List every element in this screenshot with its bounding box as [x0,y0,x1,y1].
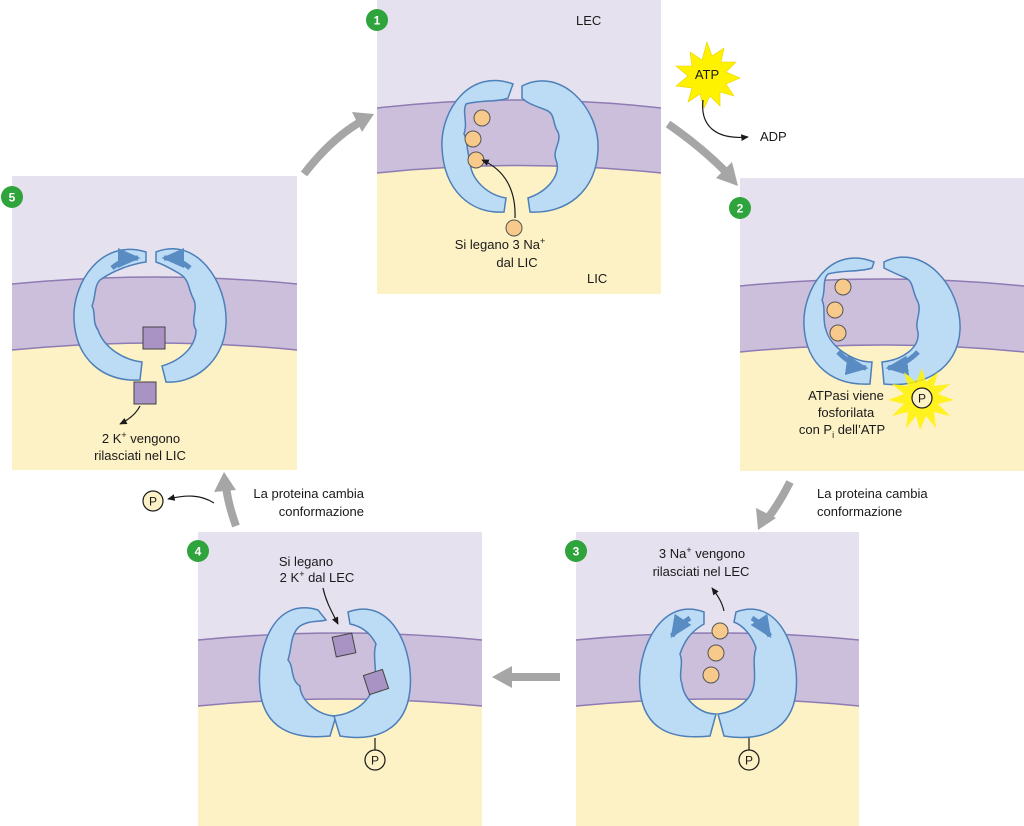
panel2-caption-line2: fosforilata [818,405,875,420]
binding-arrow [481,159,516,219]
step-badge-1: 1 [366,9,388,31]
ecf-label: LEC [576,13,601,28]
svg-text:1: 1 [374,14,381,28]
phosphate-starburst: P [888,368,954,430]
released-phosphate: P [142,490,164,512]
svg-text:4: 4 [195,545,202,559]
svg-text:2: 2 [737,202,744,216]
sodium-ion [467,151,485,169]
phosphate: P [364,738,386,771]
atpase-left-subunit [638,608,717,738]
atpase-right-subunit [881,256,961,386]
potassium-ion [133,381,157,405]
cycle-arrow-2-to-3 [756,480,794,530]
phosphate: P [738,738,760,771]
sodium-ion [711,622,729,640]
panel5-caption-line1: 2 K+ vengono [102,430,180,446]
conformation-change-label-left-line1: La proteina cambia [253,486,364,501]
panel-1: 1 LEC LIC Si legano 3 Na+ dal LIC [366,0,661,294]
panel-3: P 3 3 Na+ vengono rilasciati nel LEC [565,532,859,826]
atpase-left-subunit [441,79,514,213]
atpase-left-subunit [803,257,875,385]
binding-arrow [322,587,339,625]
phosphate-label: P [371,754,379,768]
cycle-arrow-4-to-5 [214,472,240,528]
phosphate-label: P [918,392,926,406]
panel1-caption-line1: Si legano 3 Na+ [455,236,546,252]
atpase-left-subunit [258,607,338,738]
atp-hydrolysis-arrow [702,99,749,141]
phosphate-label: P [745,754,753,768]
atp-label: ATP [695,67,719,82]
panel4-caption-line1: Si legano [279,554,333,569]
step-badge-2: 2 [729,197,751,219]
adp-label: ADP [760,129,787,144]
sodium-ion [505,219,523,237]
release-arrow [711,587,725,612]
atpase-right-subunit [521,80,599,213]
cycle-arrow-1-to-2 [665,120,738,186]
atp-starburst: ATP [675,41,741,109]
panel3-caption-line1: 3 Na+ vengono [659,545,745,561]
step-badge-4: 4 [187,540,209,562]
atpase-right-subunit [333,608,412,739]
step-badge-5: 5 [1,186,23,208]
panel1-caption-line2: dal LIC [496,255,537,270]
conformation-change-label-right-line2: conformazione [817,504,902,519]
panel-4: P 4 Si legano 2 K+ dal LEC [187,532,482,826]
sodium-ion [464,130,482,148]
panel4-caption-line2: 2 K+ dal LEC [280,569,355,585]
atpase-left-subunit [73,248,147,381]
panel-2: P 2 ATPasi viene fosforilata con Pi dell… [729,178,1024,471]
svg-text:3: 3 [573,545,580,559]
conformation-change-label-right-line1: La proteina cambia [817,486,928,501]
panel-5: 5 2 K+ vengono rilasciati nel LIC [1,176,297,470]
potassium-ion [142,326,166,350]
sodium-ion [702,666,720,684]
atpase-right-subunit [155,248,227,383]
cycle-arrow-5-to-1 [300,112,374,177]
step-badge-3: 3 [565,540,587,562]
sodium-ion [826,301,844,319]
panel3-caption-line2: rilasciati nel LEC [653,564,750,579]
release-arrow [119,405,141,425]
phosphate-label: P [149,495,157,509]
sodium-ion [834,278,852,296]
panel5-caption-line2: rilasciati nel LIC [94,448,186,463]
sodium-ion [473,109,491,127]
icf-label: LIC [587,271,607,286]
phosphate-release-arrow [167,494,215,504]
potassium-ion [362,668,390,696]
svg-text:5: 5 [9,191,16,205]
panel2-caption-line1: ATPasi viene [808,388,884,403]
cycle-arrow-3-to-4 [492,666,560,688]
sodium-ion [829,324,847,342]
conformation-change-label-left-line2: conformazione [279,504,364,519]
panel2-caption-line3: con Pi dell’ATP [799,422,885,440]
atpase-right-subunit [717,608,798,739]
potassium-ion [331,632,357,658]
sodium-ion [707,644,725,662]
